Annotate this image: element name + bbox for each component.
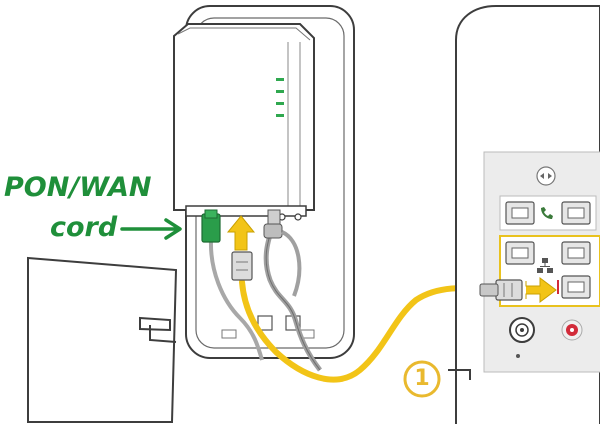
double-arrow-icon — [540, 173, 552, 179]
ont-port-bar — [185, 205, 307, 217]
loose-cover — [27, 256, 178, 423]
phone-port-inner — [567, 207, 585, 219]
step-badge — [403, 360, 441, 398]
callout-label-line2: cord — [50, 212, 118, 243]
cable-clip — [257, 315, 273, 331]
arrow-right-icon — [120, 218, 182, 240]
ont-box — [173, 23, 315, 211]
ont-box-edge — [177, 27, 311, 41]
ethernet-plug-ont — [231, 251, 253, 281]
gray-power-cable-outline — [265, 221, 321, 371]
ont-screw — [294, 213, 302, 221]
phone-icon — [541, 207, 553, 219]
ethernet-port-inner — [567, 247, 585, 259]
callout-label-line1: PON/WAN — [4, 172, 152, 203]
router-button — [536, 166, 556, 186]
red-jack-center — [570, 328, 574, 332]
yellow-ethernet-cable — [239, 279, 501, 383]
ethernet-plug-router — [495, 279, 523, 301]
router-dot — [516, 354, 520, 358]
arrow-right-icon — [525, 277, 557, 303]
router-base — [448, 369, 471, 380]
ont-backplate-slot — [221, 329, 237, 339]
ethernet-port-inner — [511, 247, 529, 259]
network-icon — [537, 258, 553, 273]
arrow-up-icon — [226, 215, 256, 251]
coax-port-pin — [520, 328, 524, 332]
loose-cover-tab — [149, 325, 177, 343]
gray-plug-body — [263, 223, 283, 239]
ethernet-port-inner — [567, 281, 585, 293]
pon-wan-connector-cap — [204, 209, 218, 219]
gray-cable-loop — [280, 230, 302, 297]
phone-port-inner — [511, 207, 529, 219]
gray-pon-cable — [208, 239, 264, 361]
ont-status-leds — [276, 78, 284, 117]
ethernet-plug-router-boot — [479, 283, 499, 297]
step-number: 1 — [414, 366, 430, 391]
port-indicator-red — [557, 280, 559, 294]
